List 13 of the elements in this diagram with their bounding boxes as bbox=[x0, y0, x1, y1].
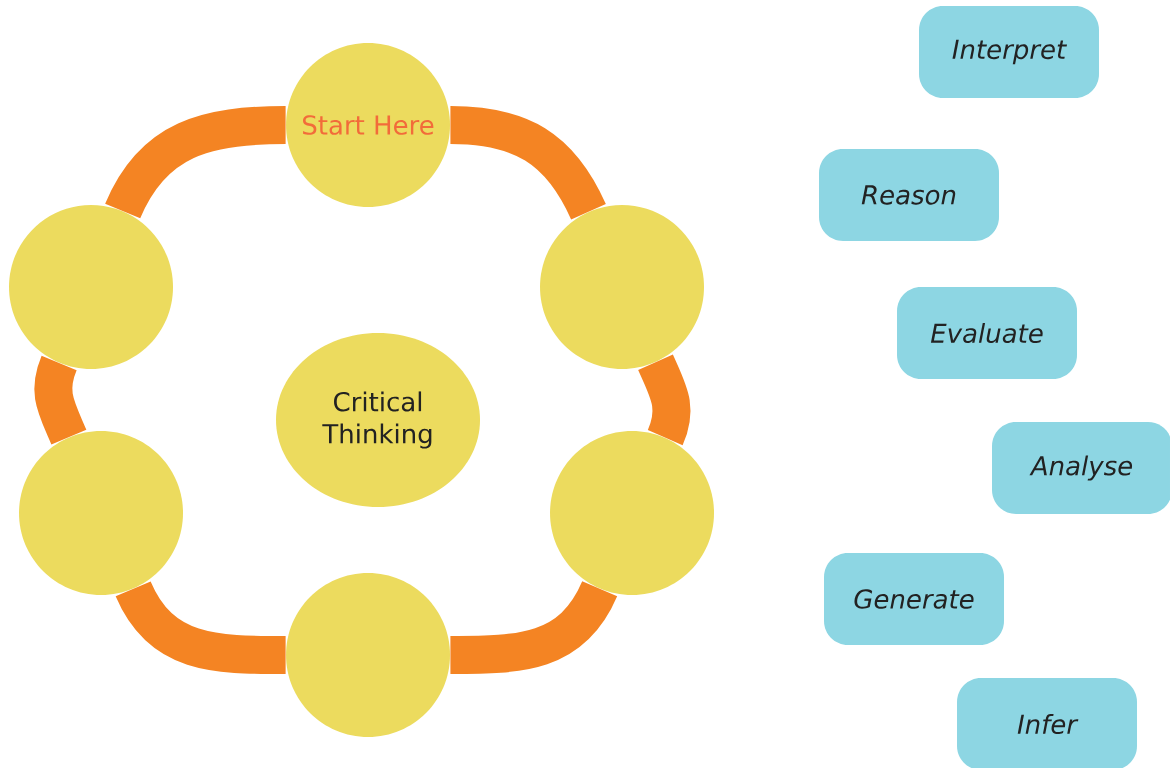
rounded-box: Reason bbox=[819, 149, 999, 241]
ring-segment bbox=[638, 354, 691, 445]
rounded-box: Analyse bbox=[992, 422, 1170, 514]
rounded-box: Generate bbox=[824, 553, 1004, 645]
rounded-box: Evaluate bbox=[897, 287, 1077, 379]
ring-segment bbox=[34, 356, 87, 445]
rounded-box: Infer bbox=[957, 678, 1137, 768]
circle bbox=[540, 205, 704, 369]
circle bbox=[9, 205, 173, 369]
rounded-box: Interpret bbox=[919, 6, 1099, 98]
circle bbox=[19, 431, 183, 595]
circle bbox=[550, 431, 714, 595]
circle bbox=[286, 573, 450, 737]
